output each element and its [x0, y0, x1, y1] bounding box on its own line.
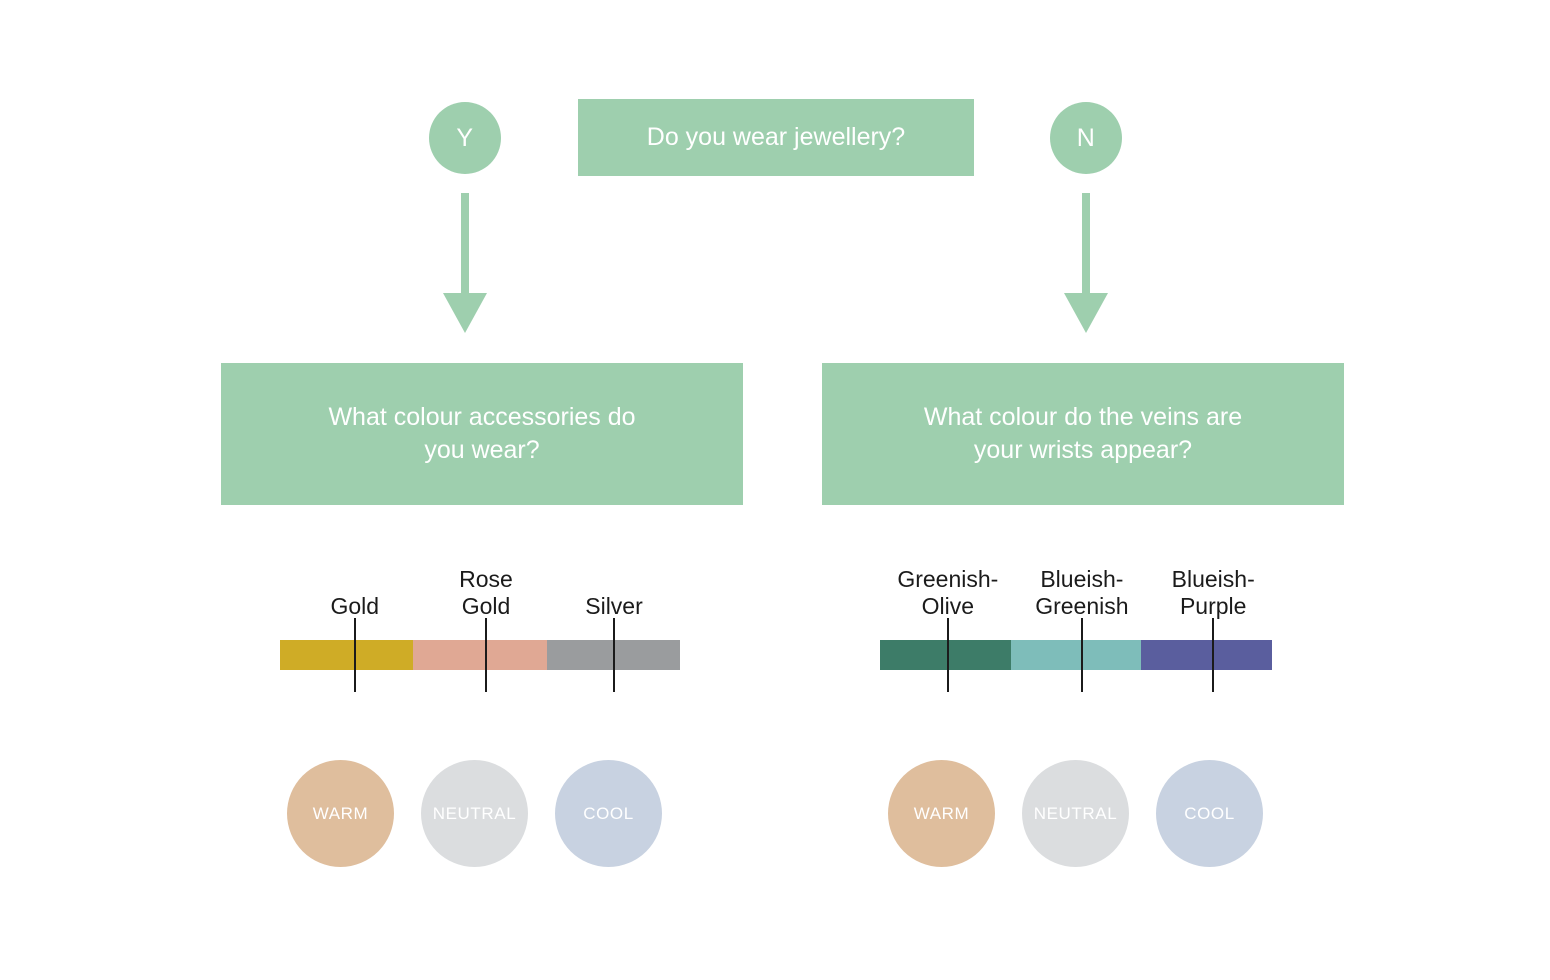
branch-no-question-text: What colour do the veins are your wrists… [923, 403, 1243, 464]
scale-bar [280, 618, 680, 692]
branch-no-question-box: What colour do the veins are your wrists… [822, 363, 1344, 505]
result-circle-neutral[interactable]: NEUTRAL [1022, 760, 1129, 867]
decision-no-label: N [1076, 123, 1096, 152]
result-label: COOL [1184, 803, 1235, 823]
result-label: NEUTRAL [432, 803, 517, 823]
scale-tick [1212, 618, 1215, 692]
branch-yes-results: WARM NEUTRAL COOL [287, 760, 662, 867]
branch-no-colour-scale: Greenish- Olive Blueish- Greenish Blueis… [880, 542, 1273, 692]
scale-tick [946, 618, 949, 692]
arrow-down-yes-icon [443, 193, 487, 333]
branch-no-results: WARM NEUTRAL COOL [888, 760, 1263, 867]
root-question-box: Do you wear jewellery? [578, 99, 974, 176]
scale-tick [485, 618, 487, 692]
scale-label: Blueish- Purple [1171, 565, 1255, 619]
scale-label: Rose Gold [459, 565, 513, 619]
scale-bar [880, 618, 1273, 692]
scale-label: Gold [330, 592, 380, 619]
result-label: WARM [913, 803, 970, 823]
root-question-text: Do you wear jewellery? [646, 123, 906, 151]
result-circle-cool[interactable]: COOL [555, 760, 662, 867]
scale-tick [353, 618, 356, 692]
result-circle-neutral[interactable]: NEUTRAL [421, 760, 528, 867]
decision-yes-label: Y [456, 123, 474, 152]
scale-tick [613, 618, 615, 692]
scale-segment-blueish-purple [1141, 640, 1273, 670]
result-label: WARM [312, 803, 369, 823]
result-label: NEUTRAL [1033, 803, 1118, 823]
scale-segment-blueish-greenish [1010, 640, 1142, 670]
scale-segment-gold [280, 640, 414, 670]
decision-yes-circle[interactable]: Y [429, 102, 501, 174]
branch-yes-question-text: What colour accessories do you wear? [328, 403, 636, 464]
decision-no-circle[interactable]: N [1050, 102, 1122, 174]
result-label: COOL [583, 803, 634, 823]
branch-yes-question-box: What colour accessories do you wear? [221, 363, 743, 505]
result-circle-warm[interactable]: WARM [287, 760, 394, 867]
scale-labels: Greenish- Olive Blueish- Greenish Blueis… [880, 542, 1272, 620]
scale-segment-rose-gold [413, 640, 547, 670]
arrow-down-no-icon [1064, 193, 1108, 333]
scale-label: Greenish- Olive [897, 565, 999, 619]
result-circle-cool[interactable]: COOL [1156, 760, 1263, 867]
scale-segment-greenish-olive [880, 640, 1011, 670]
scale-labels: Gold Rose Gold Silver [280, 542, 680, 620]
scale-tick [1080, 618, 1083, 692]
branch-yes-colour-scale: Gold Rose Gold Silver [280, 542, 680, 692]
result-circle-warm[interactable]: WARM [888, 760, 995, 867]
scale-label: Silver [585, 592, 643, 619]
scale-label: Blueish- Greenish [1035, 565, 1129, 619]
